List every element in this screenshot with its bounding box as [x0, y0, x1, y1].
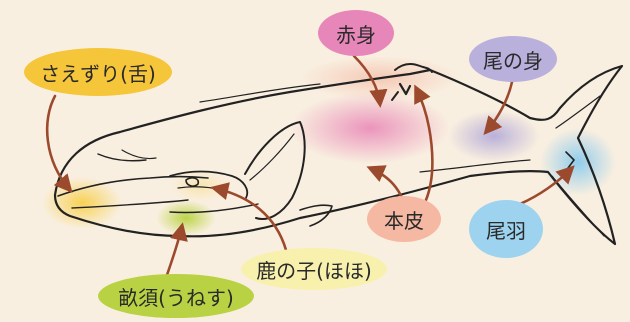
- ventral-grooves-region: [156, 200, 216, 236]
- red-meat-label: 赤身: [318, 10, 394, 56]
- arrow-tail-meat: [483, 80, 514, 135]
- tongue-region: [42, 177, 122, 229]
- red-meat-region: [290, 92, 450, 164]
- arrow-skin-upper: [414, 84, 434, 202]
- fluke-label: 尾羽: [469, 200, 543, 258]
- arrow-red-meat: [352, 54, 388, 108]
- throat-region: [170, 170, 230, 202]
- tail-meat-region: [448, 110, 540, 162]
- skin-label: 本皮: [367, 196, 441, 242]
- ventral-grooves-label: 畝須(うねす): [98, 274, 254, 318]
- tail-meat-label: 尾の身: [469, 36, 557, 82]
- arrow-fluke: [518, 165, 575, 206]
- arrow-tongue: [45, 94, 73, 193]
- throat-label: 鹿の子(ほほ): [241, 248, 387, 290]
- whale-outline: [53, 62, 624, 246]
- arrow-skin-lower: [366, 165, 404, 200]
- pointer-arrows: [45, 54, 575, 280]
- tongue-label: さえずり(舌): [24, 48, 172, 96]
- arrow-throat: [210, 182, 288, 252]
- arrow-ventral-grooves: [164, 222, 188, 280]
